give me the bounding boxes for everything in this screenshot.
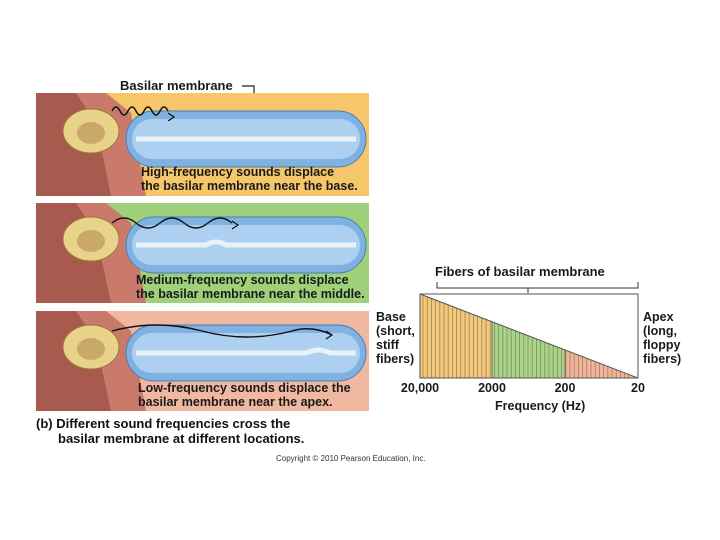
cochlea-illustration-high bbox=[36, 93, 369, 196]
panel-low-caption: Low-frequency sounds displace the basila… bbox=[138, 381, 351, 409]
panel-high-caption-line2: the basilar membrane near the base. bbox=[141, 179, 358, 193]
cochlea-illustration-medium bbox=[36, 203, 369, 303]
figure-caption: (b) Different sound frequencies cross th… bbox=[36, 416, 304, 446]
base-desc-line3: fibers) bbox=[376, 352, 415, 366]
fiber-band-frame bbox=[419, 293, 639, 379]
apex-title: Apex bbox=[643, 310, 674, 324]
panel-medium-caption: Medium-frequency sounds displace the bas… bbox=[136, 273, 365, 301]
fiber-chart: Fibers of basilar membrane 20,000 2000 200… bbox=[401, 264, 645, 413]
frequency-tick-lines bbox=[491, 321, 566, 378]
fiber-chart-title: Fibers of basilar membrane bbox=[435, 264, 605, 279]
tick-label: 20,000 bbox=[401, 381, 439, 395]
panel-medium-frequency: Medium-frequency sounds displace the bas… bbox=[36, 203, 369, 303]
tick-label: 2000 bbox=[478, 381, 506, 395]
panel-high-caption-line1: High-frequency sounds displace bbox=[141, 165, 335, 179]
figure-caption-line2: basilar membrane at different locations. bbox=[58, 431, 305, 446]
panel-high-frequency: High-frequency sounds displace the basil… bbox=[36, 93, 369, 196]
tick-label: 20 bbox=[631, 381, 645, 395]
frequency-tick-labels: 20,000 2000 200 20 bbox=[401, 381, 645, 395]
base-title: Base bbox=[376, 310, 406, 324]
apex-desc-line3: fibers) bbox=[643, 352, 682, 366]
panel-low-frequency: Low-frequency sounds displace the basila… bbox=[36, 311, 369, 411]
panel-medium-caption-line2: the basilar membrane near the middle. bbox=[136, 287, 365, 301]
panel-low-caption-line2: basilar membrane near the apex. bbox=[138, 395, 333, 409]
panel-medium-caption-line1: Medium-frequency sounds displace bbox=[136, 273, 349, 287]
cochlea-illustration-low bbox=[36, 311, 369, 411]
base-label: Base (short, stiff fibers) bbox=[376, 310, 415, 366]
tick-label: 200 bbox=[555, 381, 576, 395]
apex-desc-line1: (long, bbox=[643, 324, 678, 338]
basilar-membrane-label: Basilar membrane bbox=[120, 78, 233, 93]
fiber-chart-bracket bbox=[436, 282, 639, 293]
base-desc-line1: (short, bbox=[376, 324, 415, 338]
apex-desc-line2: floppy bbox=[643, 338, 681, 352]
copyright-notice: Copyright © 2010 Pearson Education, Inc. bbox=[276, 454, 426, 463]
base-desc-line2: stiff bbox=[376, 338, 399, 352]
panel-high-caption: High-frequency sounds displace the basil… bbox=[141, 165, 358, 193]
panel-low-caption-line1: Low-frequency sounds displace the bbox=[138, 381, 351, 395]
figure-caption-line1: (b) Different sound frequencies cross th… bbox=[36, 416, 291, 431]
fiber-band-diagonal bbox=[419, 293, 639, 379]
apex-label: Apex (long, floppy fibers) bbox=[643, 310, 681, 366]
frequency-axis-label: Frequency (Hz) bbox=[495, 399, 585, 413]
